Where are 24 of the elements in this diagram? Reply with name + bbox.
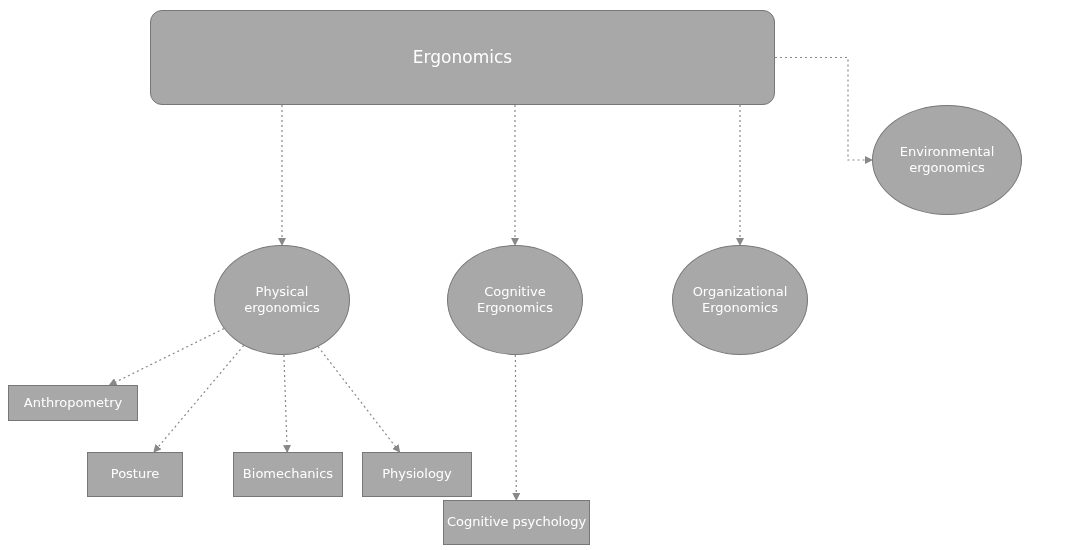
node-label: Ergonomics bbox=[412, 46, 513, 69]
node-label: Organizational Ergonomics bbox=[691, 283, 789, 317]
arrow bbox=[278, 104, 286, 246]
arrow bbox=[511, 104, 519, 246]
node-label: Cognitive Ergonomics bbox=[476, 283, 554, 317]
subtopic-box bbox=[8, 385, 138, 421]
arrow bbox=[736, 104, 744, 246]
arrow bbox=[774, 56, 873, 164]
arrow bbox=[283, 354, 291, 453]
arrow bbox=[317, 346, 401, 453]
node-label: Anthropometry bbox=[23, 394, 123, 412]
node-label: Physiology bbox=[382, 466, 452, 483]
subtopic-box bbox=[87, 452, 183, 497]
node-label: Physical ergonomics bbox=[243, 283, 321, 317]
node-label: Cognitive psychology bbox=[446, 514, 587, 531]
node-label: Environmental ergonomics bbox=[898, 143, 996, 177]
subtopic-box bbox=[233, 452, 343, 497]
arrow bbox=[153, 344, 245, 453]
subtopic-box bbox=[443, 500, 590, 545]
node-label: Biomechanics bbox=[242, 466, 334, 483]
node-label: Posture bbox=[110, 466, 160, 483]
subtopic-box bbox=[362, 452, 472, 497]
arrow bbox=[512, 354, 521, 501]
title-box bbox=[150, 10, 775, 105]
